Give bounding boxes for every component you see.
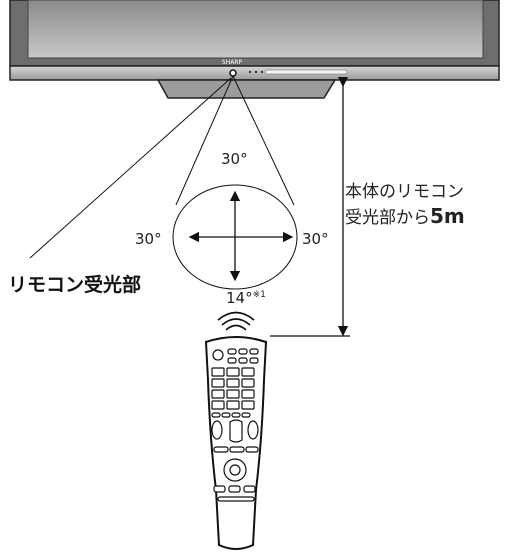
signal-wave-icon — [217, 311, 255, 331]
bottom-angle-label: 14°※1 — [226, 289, 266, 307]
distance-label: 本体のリモコン 受光部から5m — [345, 180, 465, 230]
top-angle-label: 30° — [221, 150, 248, 168]
distance-value: 5m — [430, 204, 465, 228]
distance-prefix: 受光部から — [345, 208, 430, 228]
sensor-point — [229, 69, 237, 77]
bottom-angle-footnote: ※1 — [252, 290, 266, 300]
distance-dimension — [270, 76, 350, 337]
tv-brand-logo: SHARP — [222, 59, 243, 66]
direction-arrows — [188, 190, 294, 282]
tv-illustration — [9, 0, 500, 99]
sensor-leader-line — [29, 77, 232, 259]
bottom-angle-value: 14° — [226, 289, 253, 307]
distance-line-2: 受光部から5m — [345, 204, 465, 230]
remote-control — [204, 311, 268, 550]
right-angle-label: 30° — [302, 230, 329, 248]
range-cone — [172, 75, 298, 290]
distance-line-1: 本体のリモコン — [345, 182, 464, 202]
sensor-label: リモコン受光部 — [8, 274, 142, 296]
left-angle-label: 30° — [135, 230, 162, 248]
